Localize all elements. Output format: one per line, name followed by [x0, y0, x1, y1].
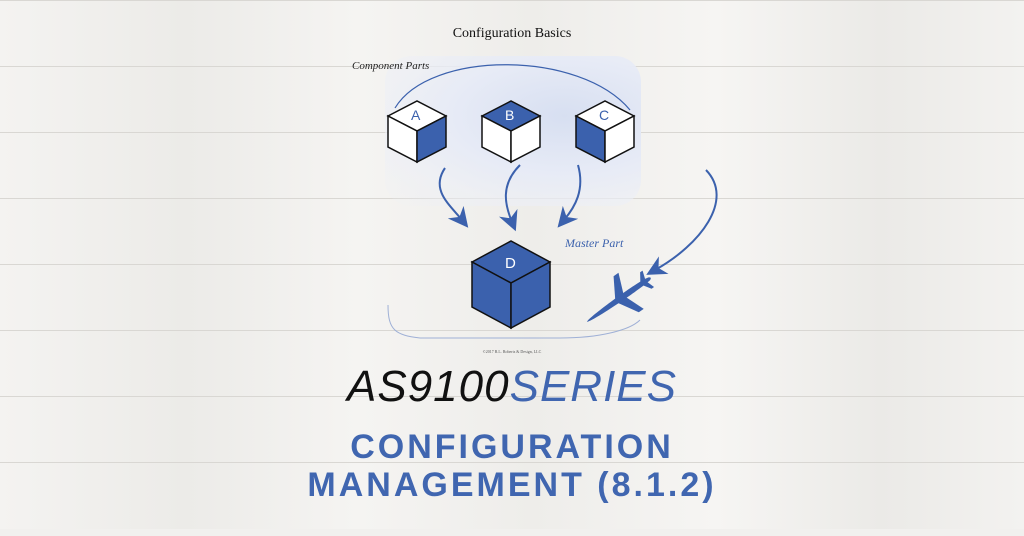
cube-d-label: D [505, 255, 516, 272]
diagram-title: Configuration Basics [452, 26, 572, 41]
component-parts-label: Component Parts [352, 60, 430, 72]
wordmark-series: SERIES [509, 362, 677, 411]
master-bracket [387, 304, 641, 339]
airplane-icon [586, 270, 655, 322]
cube-c: C [574, 100, 636, 164]
cube-d: D [470, 240, 552, 330]
cube-c-label: C [599, 107, 609, 123]
copyright-notice: ©2017 R.L. Roberts & Design, LLC [482, 349, 542, 354]
arrow-a-to-d [438, 167, 469, 228]
cube-a: A [386, 100, 448, 164]
wood-plank [0, 0, 1024, 67]
arrow-b-to-d [498, 164, 521, 232]
cube-b-label: B [505, 107, 514, 123]
cube-b: B [480, 100, 542, 164]
headline-line-1: CONFIGURATION [350, 428, 674, 466]
wood-plank [0, 396, 1024, 463]
airplane-swoosh-arrow [646, 169, 718, 275]
wordmark-as9100: AS9100 [347, 362, 510, 411]
cube-a-label: A [411, 107, 421, 123]
wood-plank [0, 462, 1024, 529]
component-link-arc [394, 64, 631, 111]
headline: CONFIGURATION MANAGEMENT (8.1.2) [0, 428, 1024, 504]
series-wordmark: AS9100SERIES [0, 362, 1024, 412]
headline-line-2: MANAGEMENT (8.1.2) [307, 466, 717, 504]
master-part-label: Master Part [565, 236, 624, 250]
arrow-c-to-d [557, 164, 582, 228]
wood-plank [0, 330, 1024, 397]
